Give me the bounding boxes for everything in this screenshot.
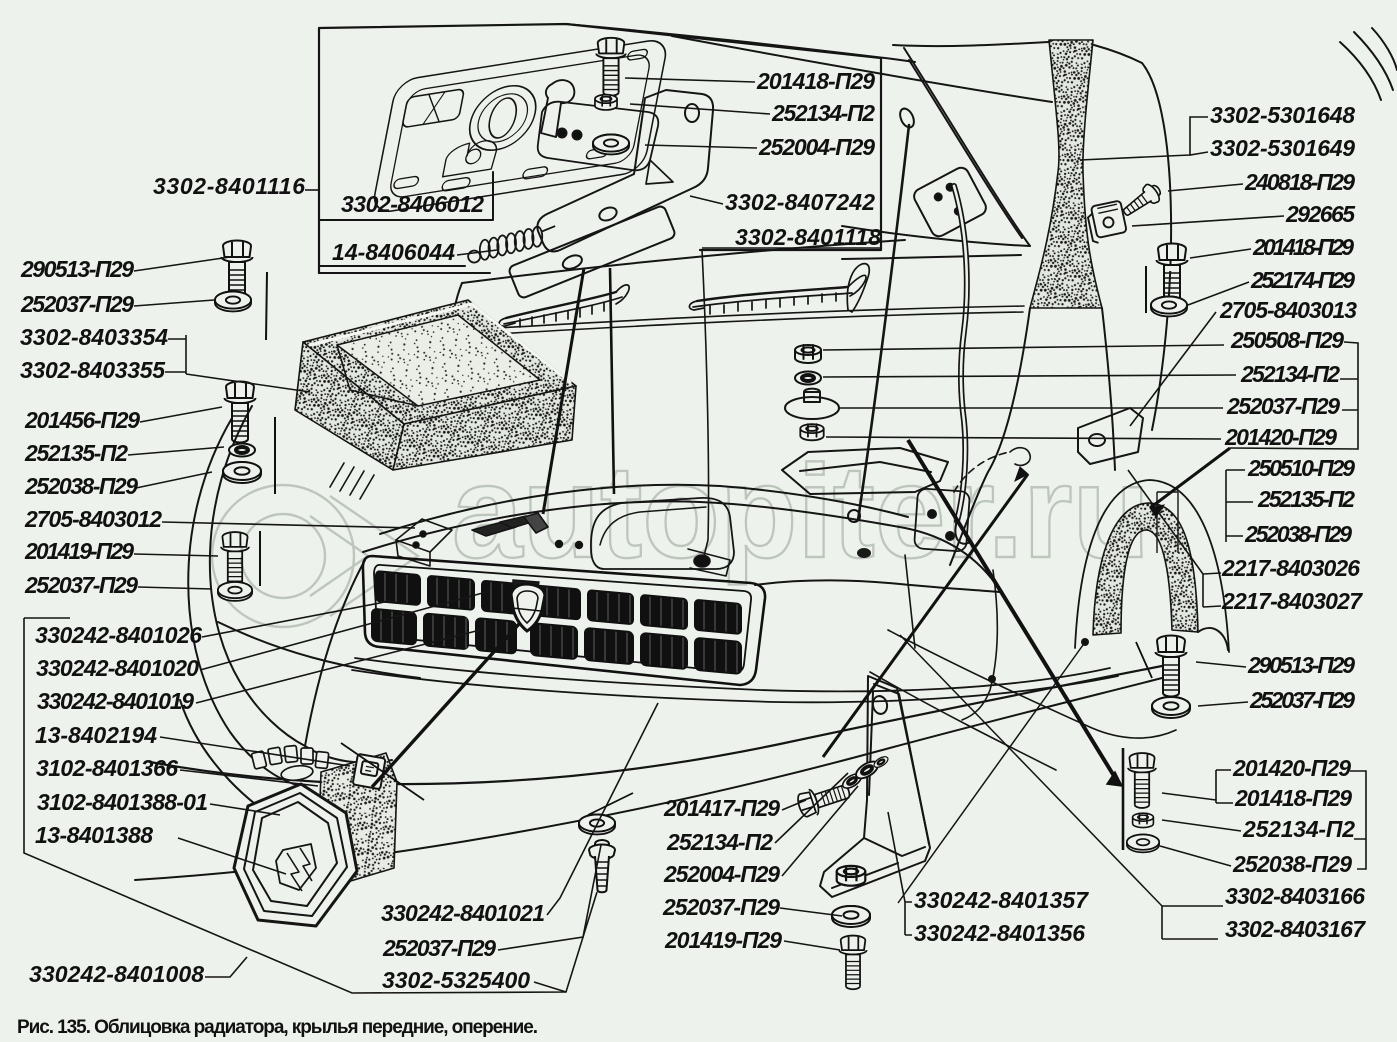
svg-text:3102-8401366: 3102-8401366 (36, 755, 178, 781)
svg-text:252037-П29: 252037-П29 (24, 572, 138, 598)
svg-text:2705-8403012: 2705-8403012 (24, 506, 162, 532)
svg-text:292665: 292665 (1285, 201, 1356, 227)
svg-text:252135-П2: 252135-П2 (24, 440, 128, 466)
svg-text:330242-8401021: 330242-8401021 (381, 900, 545, 926)
svg-text:3302-8403166: 3302-8403166 (1225, 883, 1365, 909)
svg-text:201418-П29: 201418-П29 (756, 68, 875, 94)
svg-text:290513-П29: 290513-П29 (1247, 652, 1355, 678)
svg-text:3302-8403354: 3302-8403354 (20, 324, 168, 350)
svg-text:252135-П2: 252135-П2 (1257, 486, 1355, 512)
svg-text:252134-П2: 252134-П2 (771, 100, 875, 126)
svg-text:3302-5301648: 3302-5301648 (1210, 102, 1355, 128)
svg-text:201418-П29: 201418-П29 (1252, 234, 1354, 260)
svg-text:252004-П29: 252004-П29 (663, 861, 780, 887)
svg-text:201419-П29: 201419-П29 (664, 927, 782, 953)
svg-text:330242-8401008: 330242-8401008 (29, 961, 204, 987)
svg-text:201418-П29: 201418-П29 (1234, 785, 1352, 811)
svg-text:201417-П29: 201417-П29 (663, 795, 780, 821)
svg-text:3302-5301649: 3302-5301649 (1210, 135, 1355, 161)
svg-text:14-8406044: 14-8406044 (332, 239, 455, 265)
svg-text:252004-П29: 252004-П29 (758, 134, 875, 160)
svg-text:240818-П29: 240818-П29 (1244, 169, 1355, 195)
svg-text:13-8402194: 13-8402194 (35, 722, 157, 748)
svg-text:330242-8401356: 330242-8401356 (914, 920, 1085, 946)
svg-text:252038-П29: 252038-П29 (1232, 851, 1352, 877)
svg-text:330242-8401020: 330242-8401020 (36, 655, 199, 681)
svg-text:3302-5325400: 3302-5325400 (382, 967, 530, 993)
svg-text:13-8401388: 13-8401388 (35, 822, 153, 848)
svg-text:201420-П29: 201420-П29 (1224, 424, 1337, 450)
svg-text:252174-П29: 252174-П29 (1250, 267, 1355, 293)
svg-text:330242-8401019: 330242-8401019 (37, 688, 194, 714)
svg-text:250510-П29: 250510-П29 (1247, 455, 1355, 481)
svg-text:330242-8401026: 330242-8401026 (35, 622, 202, 648)
svg-text:250508-П29: 250508-П29 (1230, 327, 1344, 353)
svg-text:330242-8401357: 330242-8401357 (914, 887, 1089, 913)
svg-text:252038-П29: 252038-П29 (1244, 521, 1352, 547)
svg-text:252037-П29: 252037-П29 (662, 894, 780, 920)
svg-text:3302-8406012: 3302-8406012 (341, 191, 484, 217)
svg-text:252037-П29: 252037-П29 (1226, 393, 1340, 419)
svg-text:252037-П29: 252037-П29 (1249, 687, 1355, 713)
svg-text:3302-8403355: 3302-8403355 (20, 357, 166, 383)
svg-text:3102-8401388-01: 3102-8401388-01 (37, 789, 208, 815)
svg-text:Рис. 135. Облицовка радиатора,: Рис. 135. Облицовка радиатора, крылья пе… (17, 1017, 538, 1038)
svg-text:252037-П29: 252037-П29 (20, 291, 134, 317)
svg-text:201420-П29: 201420-П29 (1232, 755, 1351, 781)
svg-text:2217-8403027: 2217-8403027 (1221, 588, 1363, 614)
svg-text:252134-П2: 252134-П2 (1240, 361, 1340, 387)
svg-text:252134-П2: 252134-П2 (1242, 816, 1355, 842)
svg-text:2705-8403013: 2705-8403013 (1219, 297, 1357, 323)
svg-text:3302-8407242: 3302-8407242 (725, 189, 875, 215)
svg-text:2217-8403026: 2217-8403026 (1221, 555, 1360, 581)
svg-text:252037-П29: 252037-П29 (382, 935, 496, 961)
svg-text:201456-П29: 201456-П29 (24, 407, 140, 433)
svg-text:252038-П29: 252038-П29 (24, 473, 138, 499)
svg-text:290513-П29: 290513-П29 (20, 256, 134, 282)
svg-text:201419-П29: 201419-П29 (24, 538, 134, 564)
svg-text:252134-П2: 252134-П2 (666, 829, 773, 855)
svg-text:3302-8401116: 3302-8401116 (153, 173, 305, 199)
svg-text:3302-8403167: 3302-8403167 (1225, 916, 1366, 942)
svg-text:3302-8401118: 3302-8401118 (735, 224, 881, 250)
